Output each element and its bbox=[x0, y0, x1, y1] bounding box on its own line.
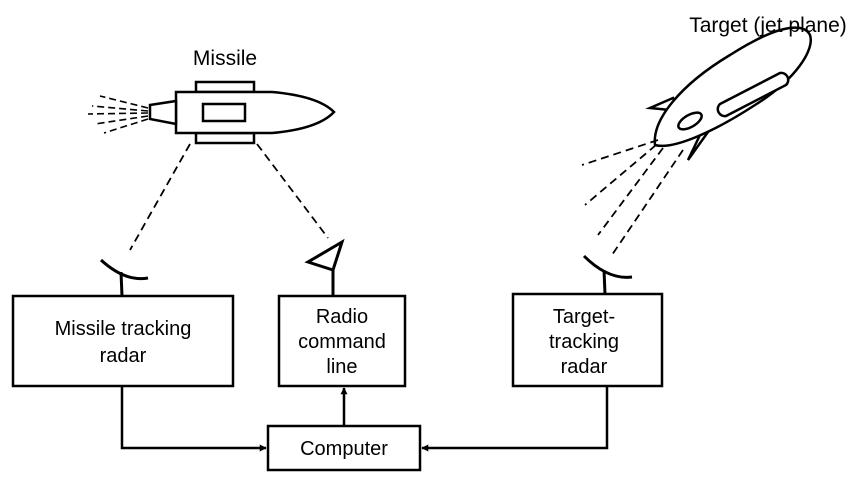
target-label: Target (jet plane) bbox=[689, 14, 847, 37]
missile-radar-dish-icon bbox=[99, 258, 149, 297]
target-radar-label-line1: Target- bbox=[553, 306, 615, 328]
computer-box bbox=[266, 424, 422, 472]
radio-antenna-icon bbox=[304, 238, 345, 296]
arrow-target-radar-to-computer bbox=[421, 386, 609, 452]
radio-command-line-box bbox=[277, 294, 407, 388]
beam-lines bbox=[129, 139, 684, 256]
target-radar-label-line3: radar bbox=[561, 356, 608, 378]
missile-radar-label-line1: Missile tracking bbox=[55, 318, 192, 340]
missile-radar-label-line2: radar bbox=[100, 345, 147, 367]
jet-plane-icon bbox=[645, 26, 812, 161]
arrow-missile-radar-to-computer bbox=[120, 386, 267, 452]
computer-label: Computer bbox=[300, 438, 388, 460]
radio-label-line3: line bbox=[326, 356, 357, 378]
missile-label: Missile bbox=[193, 47, 257, 70]
radio-label-line2: command bbox=[298, 331, 386, 353]
target-tracking-radar-box bbox=[511, 292, 664, 388]
target-radar-dish-icon bbox=[582, 254, 633, 295]
missile-icon bbox=[148, 80, 336, 145]
radio-label-line1: Radio bbox=[316, 306, 368, 328]
missile-tracking-radar-box bbox=[11, 294, 235, 388]
exhaust-lines bbox=[87, 95, 149, 134]
target-radar-label-line2: tracking bbox=[549, 331, 619, 353]
